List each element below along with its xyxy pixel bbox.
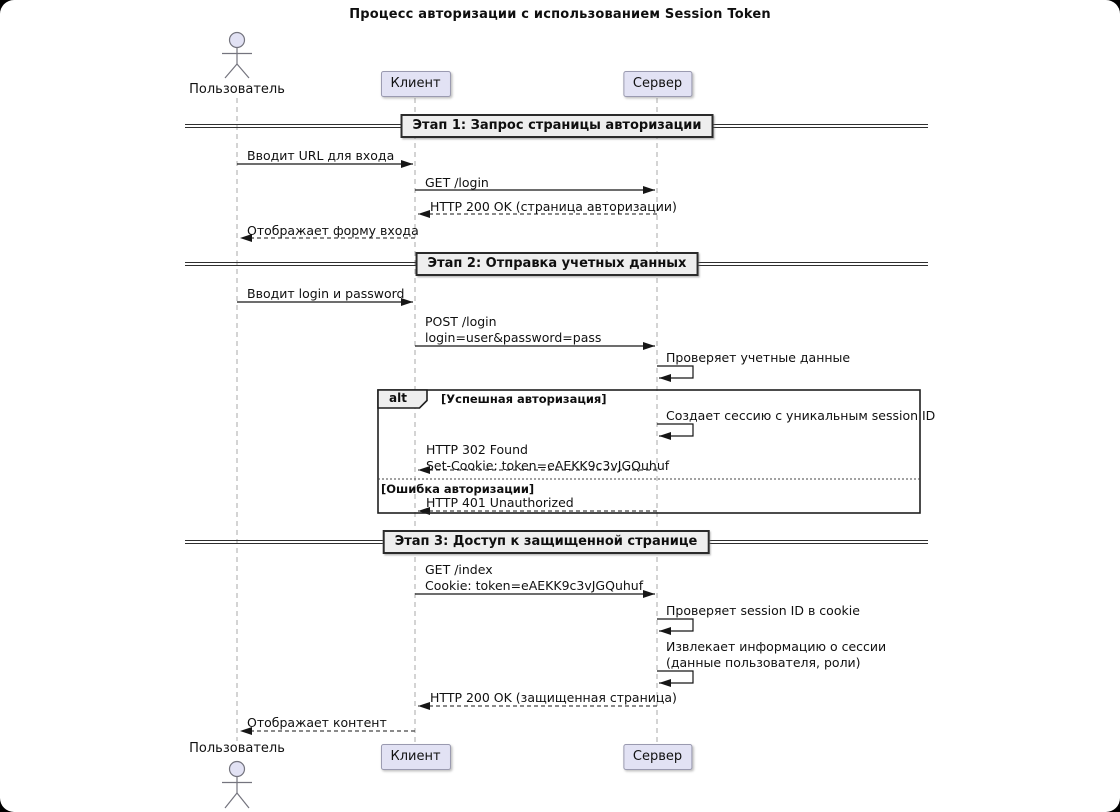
self-arrow-m12 — [657, 618, 694, 635]
message-label-m11: GET /index Cookie: token=eAEKK9c3vJGQuhu… — [425, 562, 643, 593]
participant-server-top: Сервер — [622, 71, 693, 97]
alt-operator-pentagon — [377, 389, 428, 409]
alt-guard-error: [Ошибка авторизации] — [381, 482, 535, 496]
message-label-m13-line1: Извлекает информацию о сессии — [666, 639, 887, 654]
participant-client-top: Клиент — [380, 71, 451, 97]
user-actor-icon-bottom — [222, 760, 252, 809]
section-divider-1: Этап 1: Запрос страницы авторизации — [400, 114, 714, 138]
message-label-m11-line2: Cookie: token=eAEKK9c3vJGQuhuf — [425, 577, 644, 593]
participant-user-top: Пользователь — [189, 82, 285, 97]
participant-client-bottom: Клиент — [380, 744, 451, 770]
section-divider-lines — [185, 123, 928, 545]
message-label-m4: Отображает форму входа — [247, 223, 419, 238]
message-label-m12: Проверяет session ID в cookie — [666, 603, 860, 618]
message-label-m9: HTTP 302 Found Set-Cookie: token=eAEKK9c… — [426, 442, 669, 473]
message-label-m6-line1: POST /login — [425, 314, 497, 329]
message-label-m1: Вводит URL для входа — [247, 148, 395, 163]
message-label-m5: Вводит login и password — [247, 286, 405, 301]
message-label-m2: GET /login — [425, 175, 489, 190]
participant-server-bottom: Сервер — [622, 744, 693, 770]
self-arrow-m8 — [657, 423, 694, 440]
message-label-m10: HTTP 401 Unauthorized — [426, 495, 574, 510]
self-arrow-m7 — [657, 365, 694, 382]
message-label-m13-line2: (данные пользователя, роли) — [666, 654, 861, 670]
message-label-m9-line1: HTTP 302 Found — [426, 442, 528, 457]
message-label-m15: Отображает контент — [247, 715, 387, 730]
message-label-m11-line1: GET /index — [425, 562, 493, 577]
section-divider-3: Этап 3: Доступ к защищенной странице — [382, 530, 710, 554]
message-label-m9-line2: Set-Cookie: token=eAEKK9c3vJGQuhuf — [426, 457, 670, 473]
alt-guard-success: [Успешная авторизация] — [441, 392, 607, 406]
message-label-m6: POST /login login=user&password=pass — [425, 314, 601, 345]
message-label-m3: HTTP 200 OK (страница авторизации) — [430, 199, 677, 214]
self-arrow-m13 — [657, 670, 694, 687]
message-label-m13: Извлекает информацию о сессии (данные по… — [666, 639, 886, 670]
message-label-m14: HTTP 200 OK (защищенная страница) — [430, 690, 677, 705]
user-actor-icon-top — [222, 31, 252, 79]
message-label-m7: Проверяет учетные данные — [666, 350, 851, 365]
alt-operator-label: alt — [389, 391, 407, 405]
message-label-m8: Создает сессию с уникальным session ID — [666, 408, 936, 423]
participant-user-bottom: Пользователь — [189, 741, 285, 756]
section-divider-2: Этап 2: Отправка учетных данных — [415, 252, 699, 276]
alt-frame — [377, 389, 921, 514]
diagram-title: Процесс авторизации с использованием Ses… — [349, 7, 771, 22]
message-label-m6-line2: login=user&password=pass — [425, 329, 602, 345]
